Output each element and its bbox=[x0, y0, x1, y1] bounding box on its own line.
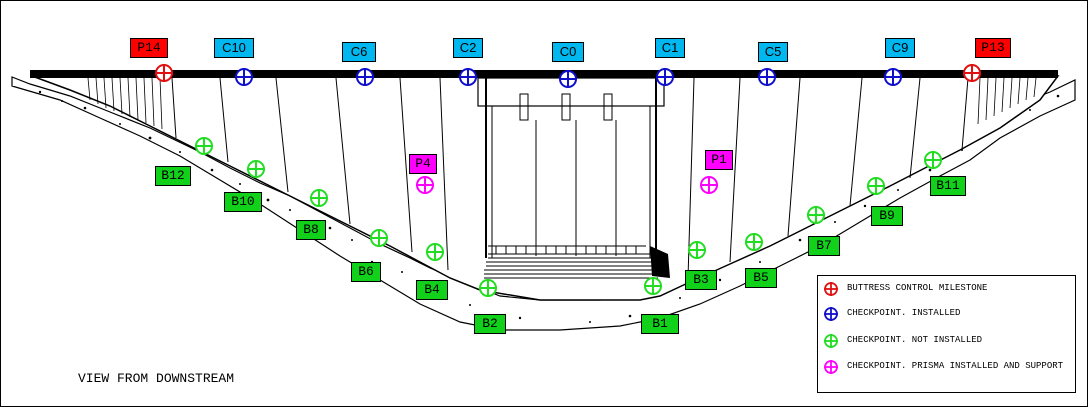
P14-marker-icon bbox=[155, 64, 173, 82]
legend-item-prisma: CHECKPOINT. PRISMA INSTALLED AND SUPPORT bbox=[818, 359, 1076, 375]
label-B12: B12 bbox=[155, 166, 191, 186]
B6-marker-icon bbox=[370, 229, 388, 247]
label-B3: B3 bbox=[685, 270, 717, 290]
P1-marker-icon bbox=[700, 176, 718, 194]
label-P13: P13 bbox=[975, 38, 1011, 58]
legend-item-milestone: BUTTRESS CONTROL MILESTONE bbox=[818, 281, 1076, 297]
right-abutment-hatch bbox=[977, 77, 1037, 125]
B8-marker-icon bbox=[310, 189, 328, 207]
not-installed-marker-icon bbox=[824, 334, 838, 348]
label-B9: B9 bbox=[871, 206, 903, 226]
label-B7: B7 bbox=[808, 236, 840, 256]
label-B10: B10 bbox=[224, 192, 262, 212]
label-P1: P1 bbox=[705, 150, 733, 170]
stilling-basin bbox=[484, 245, 658, 279]
buttress-joints bbox=[171, 77, 969, 279]
label-B2: B2 bbox=[474, 314, 506, 334]
left-abutment-hatch bbox=[87, 77, 163, 130]
C0-marker-icon bbox=[559, 70, 577, 88]
B11-marker-icon bbox=[924, 151, 942, 169]
legend-item-not-installed: CHECKPOINT. NOT INSTALLED bbox=[818, 333, 1076, 349]
label-P14: P14 bbox=[130, 38, 168, 58]
dam-body bbox=[31, 75, 1060, 301]
label-C10: C10 bbox=[214, 38, 254, 58]
label-C0: C0 bbox=[552, 42, 584, 62]
legend-label: CHECKPOINT. PRISMA INSTALLED AND SUPPORT bbox=[847, 361, 1064, 371]
C9-marker-icon bbox=[884, 68, 902, 86]
label-C2: C2 bbox=[453, 38, 483, 58]
B4-marker-icon bbox=[426, 243, 444, 261]
B2-marker-icon bbox=[479, 279, 497, 297]
legend: BUTTRESS CONTROL MILESTONE CHECKPOINT. I… bbox=[817, 275, 1076, 393]
P13-marker-icon bbox=[963, 64, 981, 82]
C6-marker-icon bbox=[356, 68, 374, 86]
label-C5: C5 bbox=[758, 42, 788, 62]
label-C6: C6 bbox=[342, 42, 376, 62]
label-B11: B11 bbox=[930, 176, 966, 196]
prisma-marker-icon bbox=[824, 360, 838, 374]
label-B8: B8 bbox=[296, 220, 326, 240]
label-C1: C1 bbox=[655, 38, 685, 58]
C1-marker-icon bbox=[656, 68, 674, 86]
B10-marker-icon bbox=[247, 160, 265, 178]
label-B1: B1 bbox=[641, 314, 679, 334]
markers bbox=[155, 64, 981, 297]
view-caption: VIEW FROM DOWNSTREAM bbox=[78, 371, 235, 386]
P4-marker-icon bbox=[416, 176, 434, 194]
label-B6: B6 bbox=[351, 262, 381, 282]
B1-marker-icon bbox=[644, 277, 662, 295]
B3-marker-icon bbox=[688, 241, 706, 259]
C5-marker-icon bbox=[758, 68, 776, 86]
legend-label: BUTTRESS CONTROL MILESTONE bbox=[847, 283, 988, 293]
legend-item-installed: CHECKPOINT. INSTALLED bbox=[818, 306, 1076, 322]
label-B5: B5 bbox=[745, 268, 777, 288]
B12-marker-icon bbox=[195, 137, 213, 155]
legend-label: CHECKPOINT. INSTALLED bbox=[847, 308, 961, 318]
label-C9: C9 bbox=[885, 38, 915, 58]
dam-crest bbox=[30, 70, 1058, 78]
C10-marker-icon bbox=[235, 68, 253, 86]
B7-marker-icon bbox=[807, 206, 825, 224]
label-B4: B4 bbox=[416, 280, 448, 300]
B5-marker-icon bbox=[745, 233, 763, 251]
installed-marker-icon bbox=[824, 307, 838, 321]
C2-marker-icon bbox=[459, 68, 477, 86]
legend-label: CHECKPOINT. NOT INSTALLED bbox=[847, 335, 983, 345]
label-P4: P4 bbox=[409, 154, 437, 174]
B9-marker-icon bbox=[867, 177, 885, 195]
milestone-marker-icon bbox=[824, 282, 838, 296]
